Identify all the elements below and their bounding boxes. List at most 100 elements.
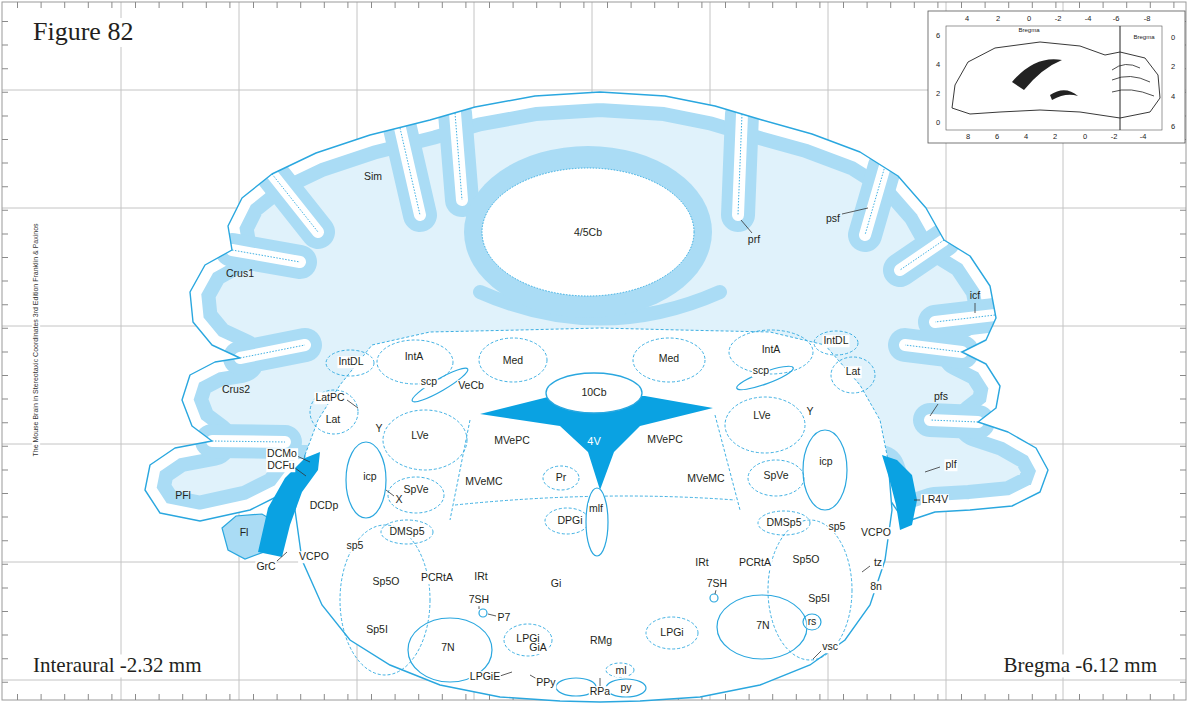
region-label: DMSp5 [388,526,425,538]
region-label: IntDL [337,356,364,368]
region-label: IntA [761,344,782,356]
region-label: 7SH [706,578,728,590]
region-label: mlf [588,503,604,515]
granular-layer [145,92,1048,522]
axis-number: 2 [1052,133,1058,141]
brainstem [295,328,892,702]
axis-number: 2 [935,90,941,98]
axis-number: 4 [964,15,970,23]
region-label: Fl [239,527,250,539]
region-label: Sp5O [792,554,821,566]
region-label: Y [805,406,814,418]
figure-title: Figure 82 [30,18,136,47]
credit-text: The Mouse Brain in Stereotaxic Coordinat… [32,222,40,457]
coordinate-caption: Bregma -6.12 mm [1001,654,1160,677]
region-label: pfs [933,391,949,403]
axis-number: -2 [1054,15,1063,23]
region-label: Sim [363,171,383,183]
region-label: prf [747,234,761,246]
region-label: py [619,682,632,694]
region-label: Y [374,423,383,435]
region-label: scp [752,365,770,377]
region-label: icp [818,456,833,468]
region-label: LPGiE [469,671,501,683]
leader-lines [277,208,975,686]
region-label: LVe [410,430,429,442]
region-label: PPy [535,677,556,689]
region-label: plf [944,459,957,471]
axis-number: -4 [1139,133,1148,141]
region-label: DCFu [266,460,295,472]
region-label: RMg [589,635,613,647]
region-label: 4/5Cb [573,227,603,239]
axis-number: 0 [1026,15,1032,23]
region-label: Sp5I [365,624,389,636]
axis-number: 6 [994,133,1000,141]
tick-marks [2,2,1186,8]
region-label: MVePC [493,435,531,447]
inset-frame [928,11,1185,143]
axis-number: -4 [1084,15,1093,23]
axis-number: 6 [935,32,941,40]
region-label: PFl [174,490,192,502]
region-label: vsc [821,641,839,653]
region-label: icp [362,471,377,483]
inset-section-line [1120,26,1121,130]
molecular-layer [145,92,1048,522]
axis-number: -6 [1112,15,1121,23]
region-label: VCPO [860,527,892,539]
region-label: Lat [325,414,342,426]
cerebellum-white-matter [145,92,1048,522]
region-label: sp5 [346,540,365,552]
axis-number: -2 [1110,133,1119,141]
region-label: MVeMC [686,473,725,485]
region-label: P7 [497,612,512,624]
region-label: Gi [550,578,563,590]
mlf-tract [586,488,608,556]
region-label: PCRtA [420,572,454,584]
lobule-core [482,168,694,296]
region-label: DMSp5 [765,517,802,529]
region-label: IntA [404,351,425,363]
region-label: IRt [694,557,709,569]
region-label: DCDp [309,500,340,512]
region-label: rs [807,616,818,628]
tract-outlines [346,362,847,697]
region-label: LR4V [921,494,949,506]
region-label: SpVe [762,470,789,482]
region-label: DCMo [266,448,298,460]
region-label: MVePC [646,434,684,446]
axis-number: 4 [935,61,941,69]
lobule-granular [464,146,712,318]
region-label: icf [969,290,982,302]
axis-number: 2 [995,15,1001,23]
region-label: 7N [440,642,455,654]
axis-number: 0 [1170,34,1176,42]
lateral-recess [882,455,917,530]
axis-number: 2 [1170,63,1176,71]
region-label: LVe [752,410,771,422]
nodulus [546,373,642,413]
region-label: Med [502,355,524,367]
axis-number: 4 [1023,133,1029,141]
region-label: DPGi [556,515,583,527]
inset-ventricle [1050,90,1078,100]
region-label: VeCb [457,380,485,392]
axis-number: 0 [935,119,941,127]
region-label: RPa [589,686,611,698]
region-label: GrC [255,561,276,573]
region-label: SpVe [402,484,429,496]
cerebellum-cortex [145,92,1048,522]
region-label: tz [873,557,883,569]
region-label: psf [825,213,841,225]
inset-plot [946,26,1162,130]
region-label: sp5 [828,521,847,533]
region-label: 7SH [468,594,490,606]
tick-marks [2,2,8,700]
region-label: ml [614,665,627,677]
region-label: Pr [555,472,568,484]
axis-number: 8 [965,133,971,141]
axis-number: -8 [1143,15,1152,23]
